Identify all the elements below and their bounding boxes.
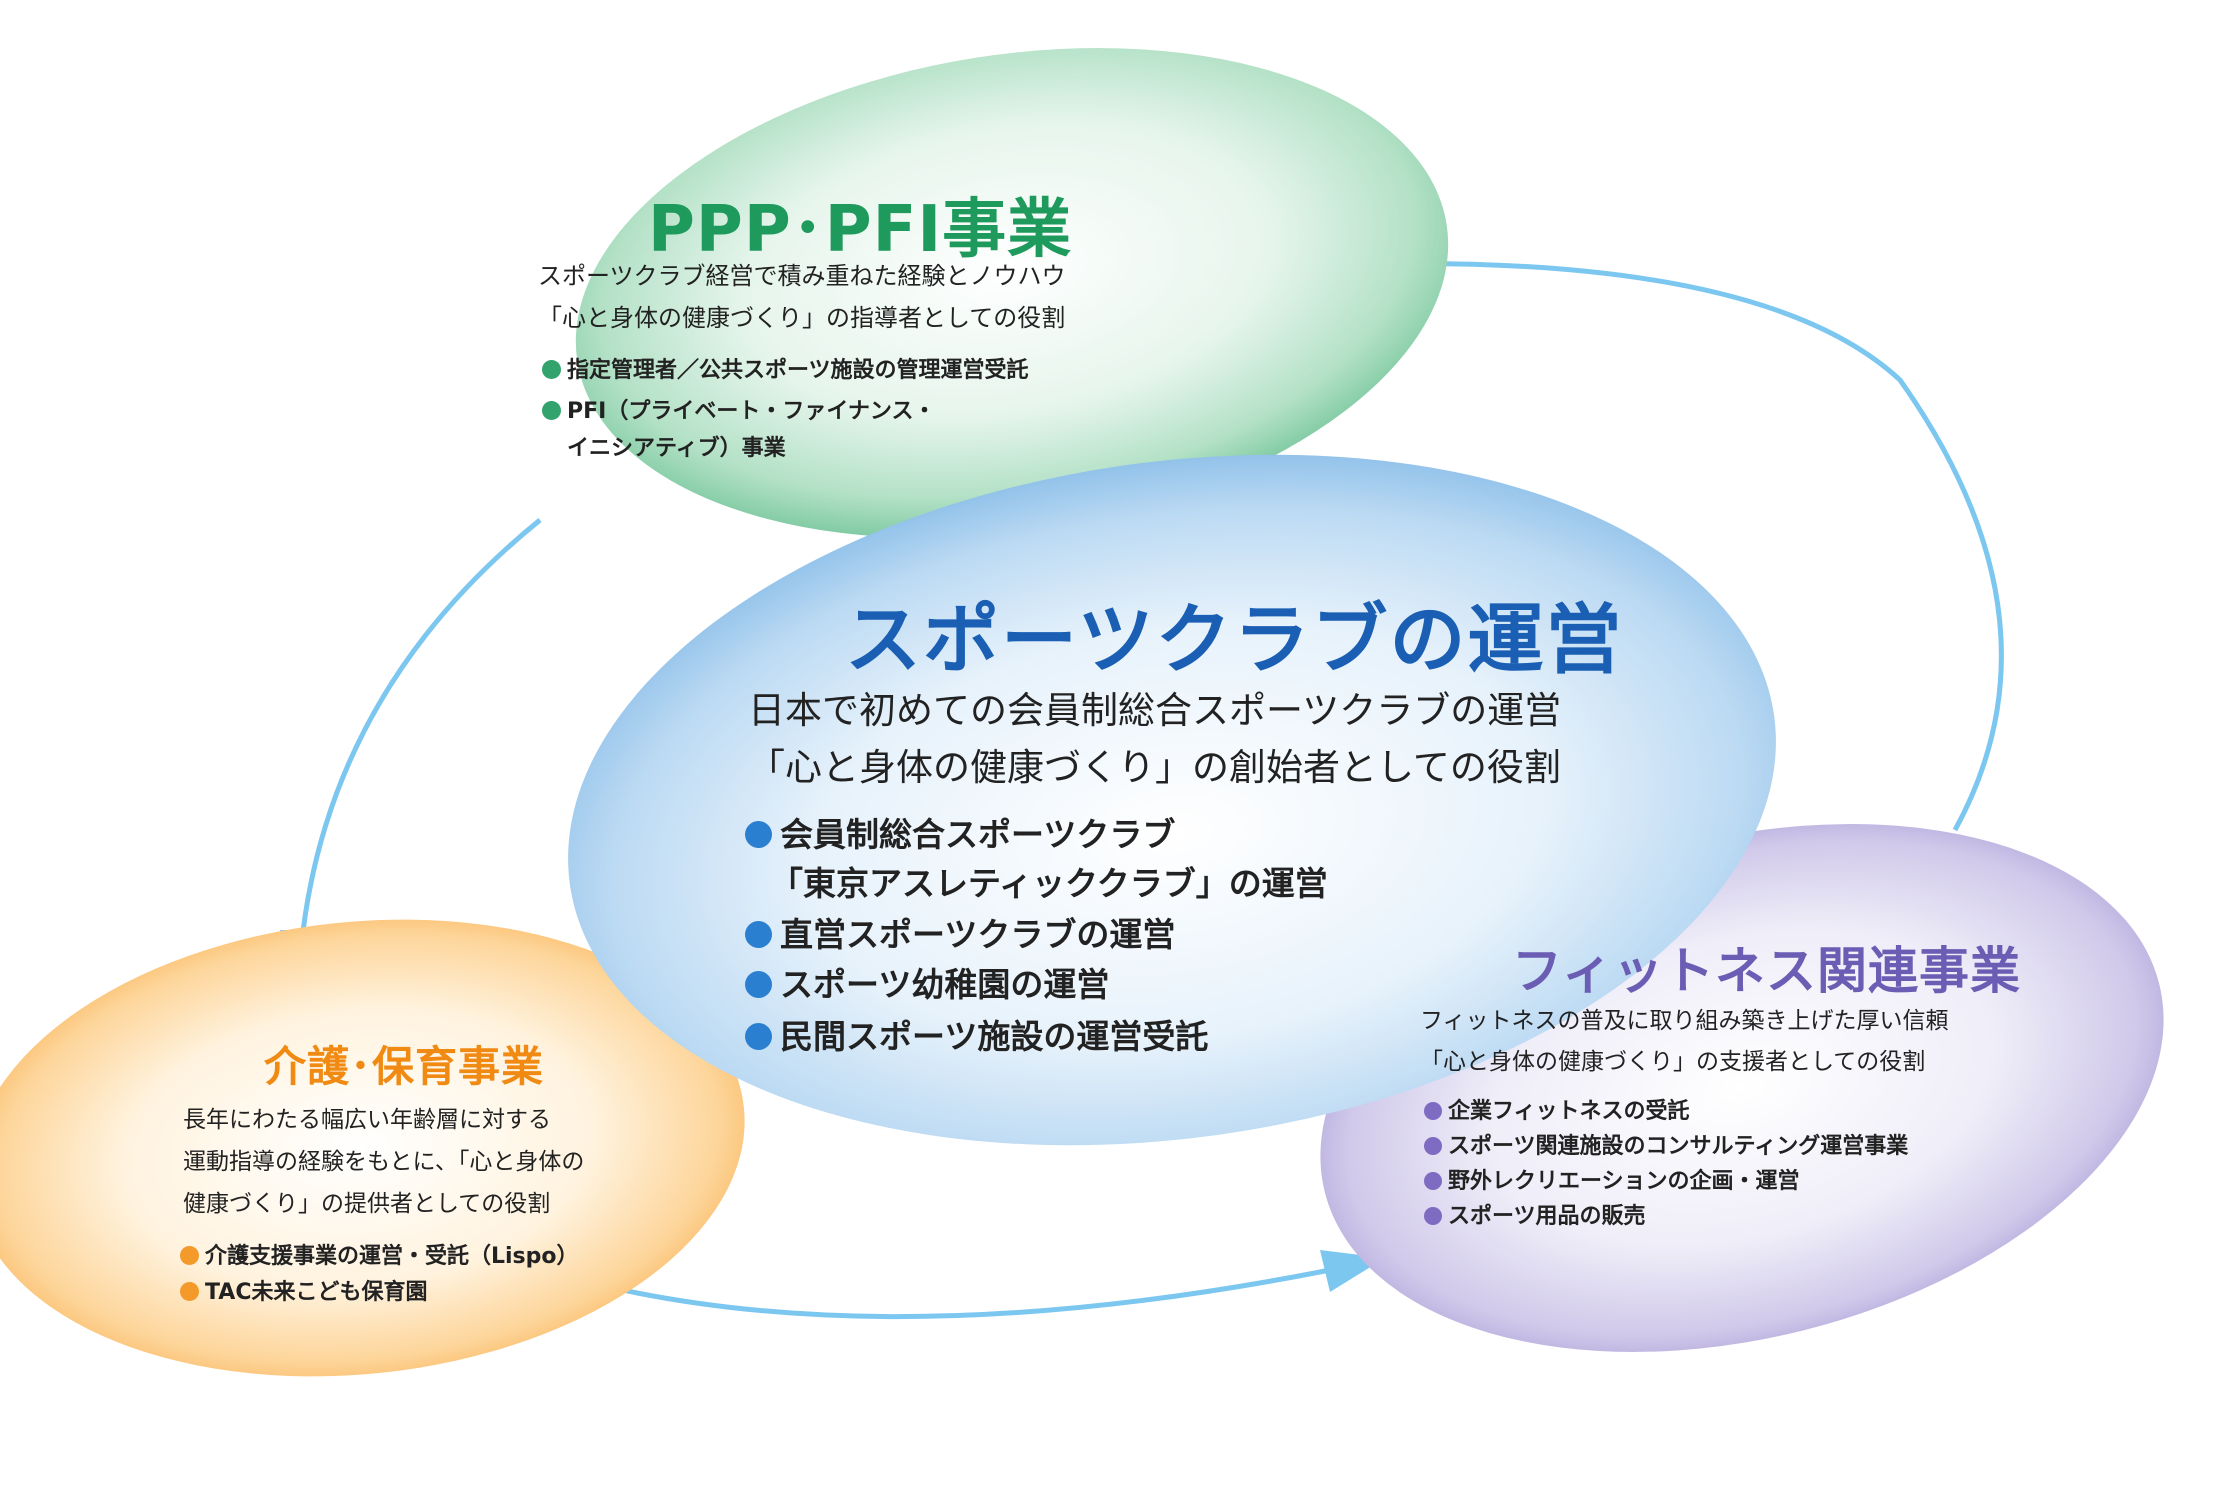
fitness-item-label: 野外レクリエーションの企画・運営 <box>1448 1169 1800 1194</box>
care-desc-line: 健康づくり」の提供者としての役割 <box>183 1191 551 1217</box>
ppp-title: PPP･PFI事業 <box>648 193 1073 267</box>
ppp-item-label: PFI（プライベート・ファイナンス・ <box>567 399 936 424</box>
fitness-bullet <box>1424 1137 1442 1155</box>
center-item-label: 会員制総合スポーツクラブ <box>780 815 1176 854</box>
fitness-item-label: スポーツ用品の販売 <box>1448 1204 1646 1229</box>
fitness-desc-line: フィットネスの普及に取り組み築き上げた厚い信頼 <box>1420 1008 1949 1034</box>
fitness-item: スポーツ関連施設のコンサルティング運営事業 <box>1424 1128 1908 1160</box>
ppp-item: PFI（プライベート・ファイナンス・ <box>542 393 935 425</box>
fitness-item-label: スポーツ関連施設のコンサルティング運営事業 <box>1448 1134 1909 1159</box>
center-ellipse <box>568 454 1776 1146</box>
fitness-item: スポーツ用品の販売 <box>1424 1198 1646 1230</box>
center-item-continuation: 「東京アスレティッククラブ」の運営 <box>770 864 1328 903</box>
arrow-care-to-fitness <box>599 1250 1385 1320</box>
ppp-bullet <box>542 401 561 420</box>
care-bullet <box>180 1282 199 1301</box>
ppp-item-continuation: イニシアティブ）事業 <box>567 436 786 461</box>
arrow-ppp-to-care <box>280 518 542 985</box>
care-ellipse <box>0 919 745 1377</box>
center-bullet <box>745 821 772 848</box>
fitness-item: 企業フィットネスの受託 <box>1424 1093 1690 1125</box>
center-bullet <box>745 1023 772 1050</box>
fitness-item: 野外レクリエーションの企画・運営 <box>1424 1163 1800 1195</box>
fitness-title: フィットネス関連事業 <box>1512 942 2021 1000</box>
ppp-item: 指定管理者／公共スポーツ施設の管理運営受託 <box>542 352 1029 384</box>
care-title: 介護･保育事業 <box>264 1042 545 1091</box>
care-bullet <box>180 1246 199 1265</box>
ppp-item-label: 指定管理者／公共スポーツ施設の管理運営受託 <box>567 358 1029 383</box>
ppp-ellipse <box>575 48 1449 538</box>
care-item: 介護支援事業の運営・受託（Lispo） <box>180 1238 579 1270</box>
center-desc-line: 日本で初めての会員制総合スポーツクラブの運営 <box>748 689 1562 732</box>
center-item: 会員制総合スポーツクラブ <box>745 808 1175 856</box>
center-item-label: スポーツ幼稚園の運営 <box>780 965 1110 1004</box>
care-item: TAC未来こども保育園 <box>180 1274 427 1306</box>
ppp-desc-line: 「心と身体の健康づくり」の指導者としての役割 <box>538 304 1066 332</box>
center-title: スポーツクラブの運営 <box>845 595 1624 684</box>
center-desc-line: 「心と身体の健康づくり」の創始者としての役割 <box>748 746 1561 789</box>
center-item: スポーツ幼稚園の運営 <box>745 958 1109 1006</box>
fitness-item-label: 企業フィットネスの受託 <box>1448 1099 1690 1124</box>
fitness-desc-line: 「心と身体の健康づくり」の支援者としての役割 <box>1420 1049 1926 1075</box>
fitness-bullet <box>1424 1102 1442 1120</box>
ppp-bullet <box>542 360 561 379</box>
care-item-label: TAC未来こども保育園 <box>205 1280 428 1305</box>
care-item-label: 介護支援事業の運営・受託（Lispo） <box>205 1244 579 1269</box>
ppp-desc-line: スポーツクラブ経営で積み重ねた経験とノウハウ <box>538 262 1066 290</box>
care-desc-line: 運動指導の経験をもとに、「心と身体の <box>183 1149 585 1175</box>
center-bullet <box>745 971 772 998</box>
center-item: 直営スポーツクラブの運営 <box>745 908 1175 956</box>
center-bullet <box>745 921 772 948</box>
center-item-label: 民間スポーツ施設の運営受託 <box>780 1017 1209 1056</box>
center-item: 民間スポーツ施設の運営受託 <box>745 1010 1208 1058</box>
fitness-bullet <box>1424 1207 1442 1225</box>
center-item-label: 直営スポーツクラブの運営 <box>780 915 1176 954</box>
fitness-bullet <box>1424 1172 1442 1190</box>
care-desc-line: 長年にわたる幅広い年齢層に対する <box>183 1107 551 1133</box>
